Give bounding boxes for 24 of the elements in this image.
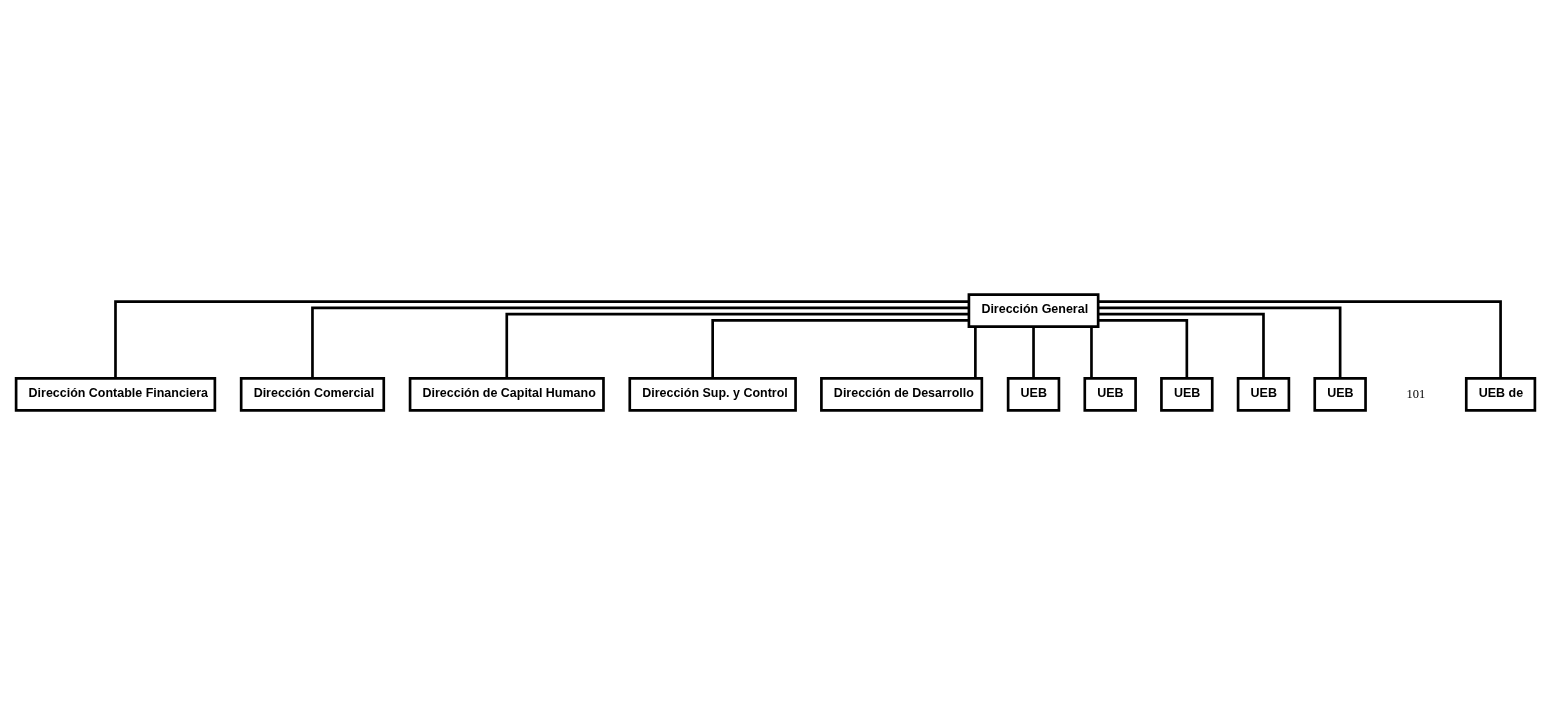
connector xyxy=(505,312,969,378)
node-box: UEB de xyxy=(1464,376,1537,412)
node-box: UEB xyxy=(1006,376,1061,412)
node-box: Dirección Sup. y Control xyxy=(628,376,797,412)
node-box: Dirección General xyxy=(967,292,1100,328)
connector xyxy=(1090,326,1093,378)
connector xyxy=(1098,312,1265,378)
connector xyxy=(1098,306,1342,378)
connector xyxy=(1098,299,1502,378)
node-box: Dirección Comercial xyxy=(239,376,386,412)
connector xyxy=(114,299,969,378)
node-box: Dirección de Desarrollo xyxy=(820,376,984,412)
node-box: UEB xyxy=(1160,376,1214,412)
connector xyxy=(311,306,969,378)
node-box: UEB xyxy=(1236,376,1291,412)
node-box: Dirección Contable Financiera xyxy=(14,376,217,412)
connector xyxy=(1098,318,1189,378)
label: 101 xyxy=(1406,386,1426,401)
connector xyxy=(711,318,969,378)
node-box: Dirección de Capital Humano xyxy=(408,376,605,412)
node-box: UEB xyxy=(1313,376,1367,412)
connector xyxy=(974,326,977,378)
node-box: UEB xyxy=(1083,376,1137,412)
connector xyxy=(1032,326,1035,378)
